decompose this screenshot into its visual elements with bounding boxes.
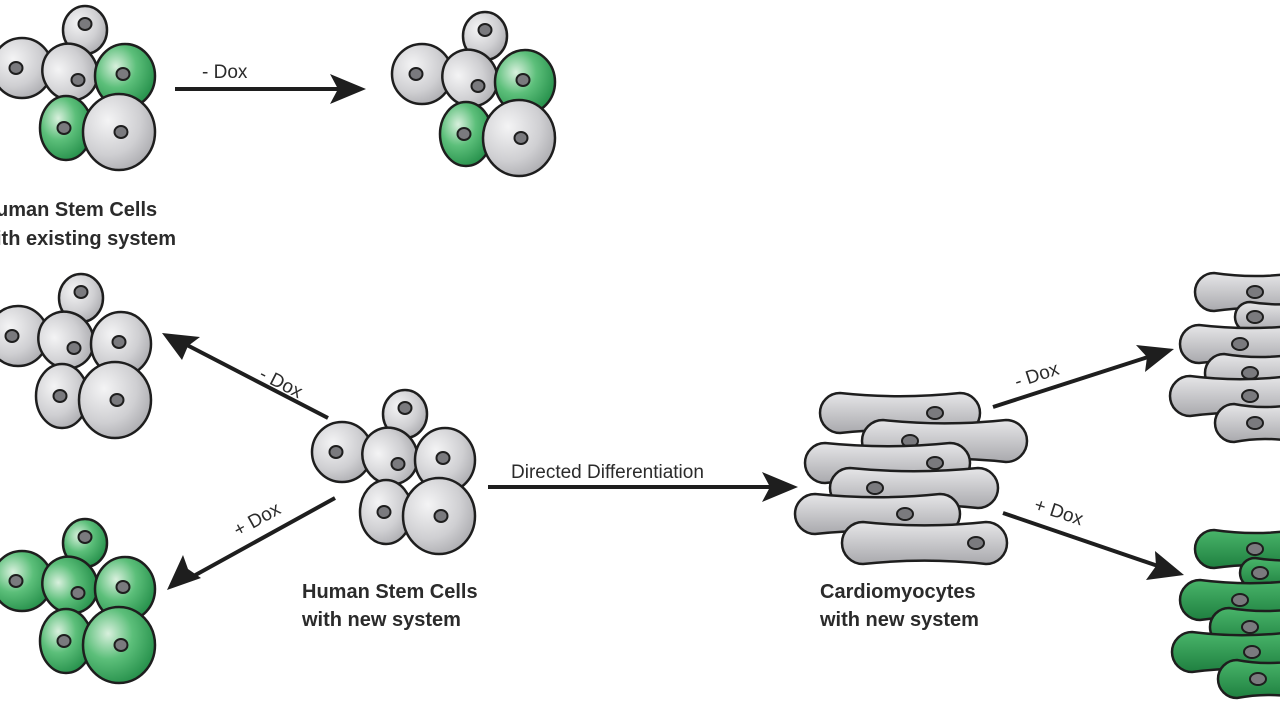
arrow-left-plus-dox — [167, 496, 336, 590]
gray-cardiomyocyte — [1178, 323, 1280, 365]
green-cardiomyocyte — [1216, 658, 1280, 700]
green-stem-cell — [93, 555, 157, 623]
green-stem-cell — [38, 607, 94, 675]
label-directed-differentiation: Directed Differentiation — [511, 462, 704, 483]
arrow-right-minus-dox — [992, 345, 1174, 409]
gray-cardiomyocyte — [1233, 300, 1280, 334]
cardiomyocyte-cluster-center — [793, 391, 1029, 566]
green-stem-cell — [81, 605, 157, 685]
cardiomyocyte-cluster-minus-dox — [1168, 271, 1280, 444]
stem-cluster-existing-after — [390, 10, 557, 178]
caption-cardio-line2: with new system — [819, 609, 979, 631]
caption-cardio-line1: Cardiomyocytes — [820, 581, 976, 603]
label-left-plus-dox: + Dox — [230, 498, 284, 541]
gray-stem-cell — [481, 98, 557, 178]
gray-cardiomyocyte — [793, 492, 962, 536]
gray-stem-cell — [401, 476, 477, 556]
green-cardiomyocyte — [1238, 556, 1280, 590]
gray-stem-cell — [0, 36, 54, 100]
gray-stem-cell — [61, 4, 109, 56]
green-stem-cell — [93, 42, 157, 110]
caption-stem-new-line1: Human Stem Cells — [302, 581, 478, 603]
gray-stem-cell — [34, 362, 90, 430]
gray-stem-cell — [77, 360, 153, 440]
gray-stem-cell — [41, 42, 99, 102]
stem-cluster-new-plus-dox — [0, 517, 157, 685]
gray-cardiomyocyte — [840, 520, 1009, 566]
gray-cardiomyocyte — [1213, 402, 1280, 444]
green-stem-cell — [438, 100, 494, 168]
label-top-minus-dox: - Dox — [202, 62, 248, 83]
stem-cluster-existing-before — [0, 4, 157, 172]
arrow-left-minus-dox — [162, 333, 329, 420]
gray-stem-cell — [37, 310, 95, 370]
arrow-top-minus-dox — [175, 74, 366, 104]
caption-stem-existing-line1: uman Stem Cells — [0, 199, 157, 221]
stem-cluster-new-center — [310, 388, 477, 556]
gray-stem-cell — [81, 92, 157, 172]
arrow-right-plus-dox — [1002, 511, 1184, 580]
gray-stem-cell — [361, 426, 419, 486]
green-stem-cell — [61, 517, 109, 569]
stem-cluster-new-minus-dox — [0, 272, 153, 440]
green-stem-cell — [41, 555, 99, 615]
gray-stem-cell — [358, 478, 414, 546]
caption-stem-new-line2: with new system — [301, 609, 461, 631]
caption-stem-existing-line2: ith existing system — [0, 228, 176, 250]
label-left-minus-dox: - Dox — [256, 364, 306, 404]
cardiomyocyte-cluster-plus-dox — [1170, 528, 1280, 700]
arrow-directed-differentiation — [488, 472, 798, 502]
gray-cardiomyocyte — [1193, 271, 1280, 313]
gray-stem-cell — [461, 10, 509, 62]
gray-stem-cell — [441, 48, 499, 108]
green-stem-cell — [38, 94, 94, 162]
